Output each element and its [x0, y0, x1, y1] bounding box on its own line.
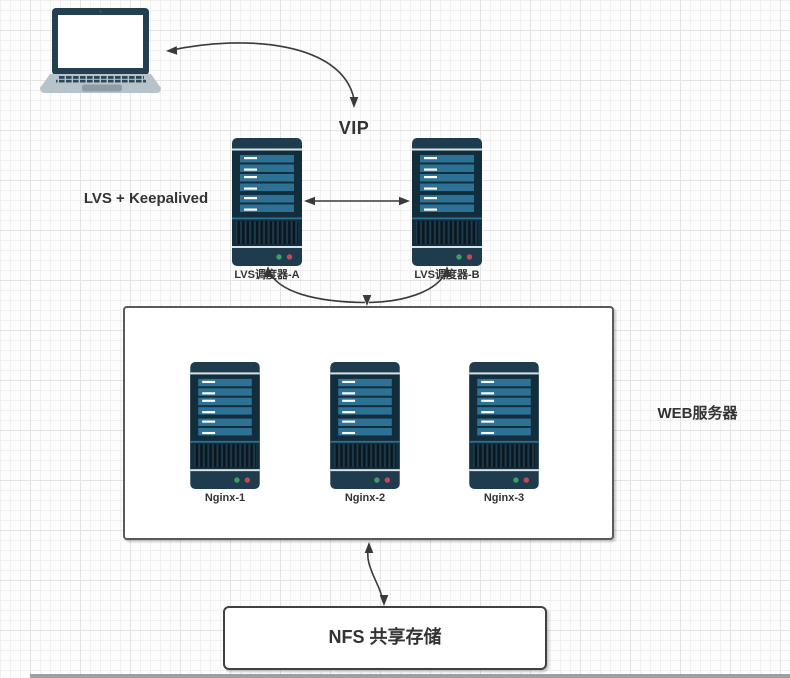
- nfs-storage-box[interactable]: NFS 共享存储: [223, 606, 547, 670]
- server-icon: [469, 362, 539, 489]
- nginx-3-label: Nginx-3: [483, 492, 525, 504]
- connector-webbox-nfs[interactable]: [367, 544, 384, 603]
- lvs-server-a-label: LVS调度器-A: [234, 269, 300, 281]
- horizontal-scrollbar[interactable]: [30, 674, 790, 678]
- server-icon: [232, 138, 302, 266]
- connector-client-vip[interactable]: [169, 42, 355, 100]
- lvs-server-b-label: LVS调度器-B: [414, 269, 480, 281]
- nginx-2-node[interactable]: Nginx-2: [330, 362, 400, 504]
- server-icon: [330, 362, 400, 489]
- nginx-1-node[interactable]: Nginx-1: [190, 362, 260, 504]
- server-icon: [412, 138, 482, 266]
- lvs-cluster-label[interactable]: LVS + Keepalived: [83, 190, 209, 207]
- server-icon: [190, 362, 260, 489]
- vip-label[interactable]: VIP: [338, 118, 370, 138]
- nginx-3-node[interactable]: Nginx-3: [469, 362, 539, 504]
- lvs-server-a-node[interactable]: LVS调度器-A: [232, 138, 302, 281]
- nfs-storage-label: NFS 共享存储: [328, 627, 442, 648]
- nginx-1-label: Nginx-1: [204, 492, 246, 504]
- web-cluster-label[interactable]: WEB服务器: [657, 405, 738, 422]
- nginx-2-label: Nginx-2: [344, 492, 386, 504]
- laptop-icon: [40, 8, 161, 93]
- client-laptop-node[interactable]: [38, 4, 165, 96]
- lvs-server-b-node[interactable]: LVS调度器-B: [412, 138, 482, 281]
